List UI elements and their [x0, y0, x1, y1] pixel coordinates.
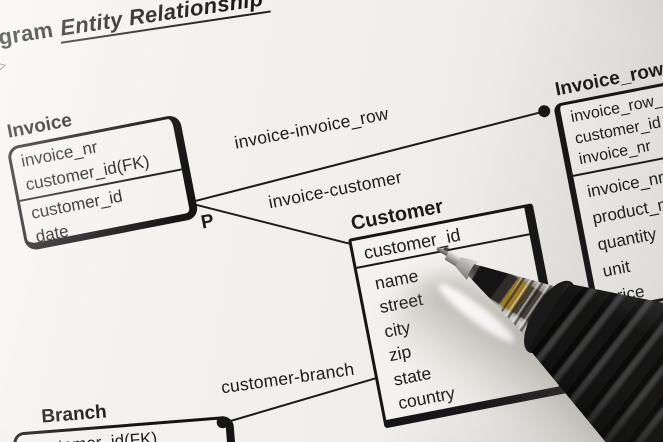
pencil-rubber-grip [478, 200, 663, 442]
connector-dot-branch [215, 415, 230, 430]
pencil-tip-mark [443, 247, 449, 252]
page-title-prefix: gram [0, 16, 55, 50]
cardinality-p-label: P [199, 210, 216, 234]
page-title: gram Entity Relationship [0, 0, 272, 51]
relationship-label-invoice-invoice-row: invoice-invoice_row [232, 103, 391, 153]
cursor-glyph: ▷ [0, 59, 8, 73]
page-title-main: Entity Relationship [57, 0, 272, 44]
relationship-label-customer-branch: customer-branch [219, 358, 356, 398]
connector-dot-invoice-row [537, 104, 552, 119]
